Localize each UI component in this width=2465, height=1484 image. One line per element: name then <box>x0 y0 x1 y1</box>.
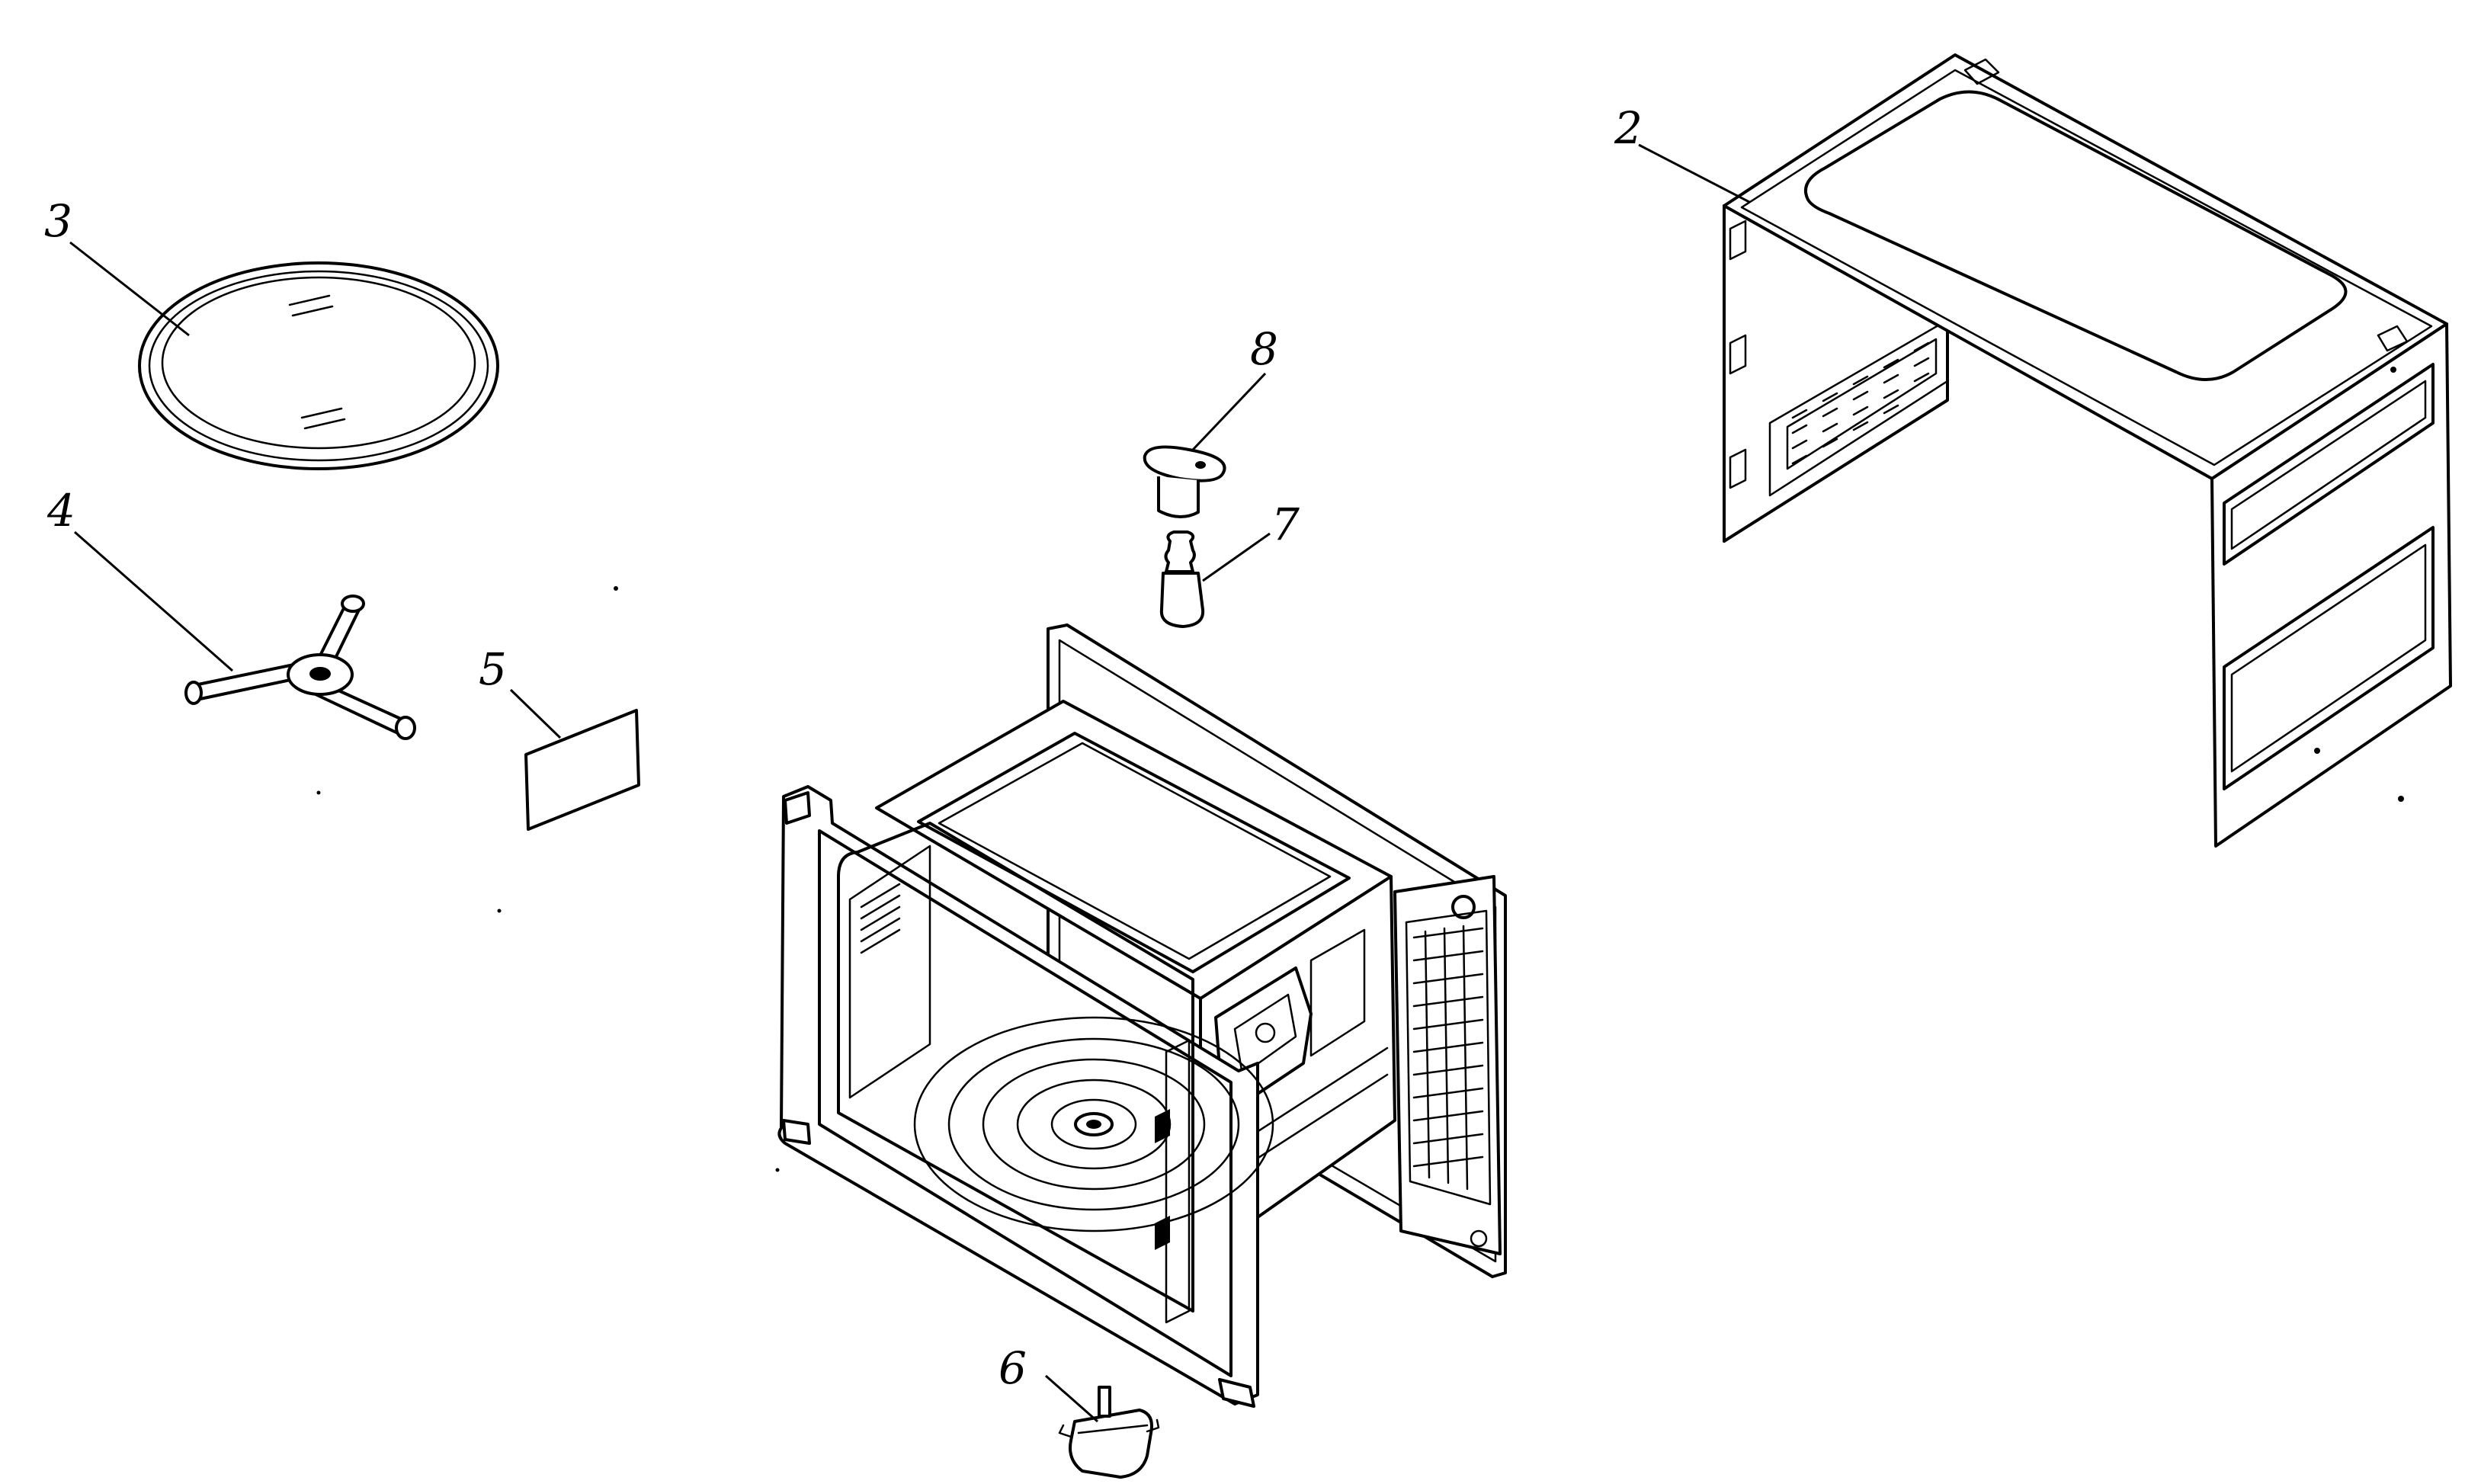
callout-4: 4 <box>46 485 233 672</box>
callout-5-leader <box>509 688 562 739</box>
callout-6-number: 6 <box>999 1342 1027 1394</box>
callout-2-number: 2 <box>1614 102 1643 154</box>
turntable-motor <box>1058 1386 1160 1479</box>
scan-specks <box>316 586 780 1172</box>
callout-6: 6 <box>999 1342 1098 1423</box>
callout-2-leader <box>1638 143 1750 204</box>
callout-3-leader <box>69 241 190 337</box>
callout-8: 7 <box>1202 498 1300 582</box>
callout-8-number: 7 <box>1271 498 1300 550</box>
outer-casing <box>1723 53 2452 848</box>
waveguide-cover <box>524 709 640 831</box>
callout-4-number: 4 <box>46 485 75 537</box>
lamp-holder <box>1143 445 1226 518</box>
callout-4-leader <box>74 530 233 672</box>
cavity-left-vents <box>860 883 901 954</box>
roller-ring <box>184 595 416 740</box>
callout-5: 5 <box>479 643 562 739</box>
callout-8-leader <box>1202 532 1271 582</box>
callout-3: 3 <box>44 195 190 337</box>
casing-vent-slots <box>1791 341 1930 465</box>
callout-6-leader <box>1045 1374 1098 1423</box>
callout-7-leader <box>1191 372 1267 451</box>
glass-turntable <box>138 261 499 470</box>
callout-7-number: 8 <box>1250 323 1278 375</box>
callout-3-number: 3 <box>44 195 72 247</box>
callout-2: 2 <box>1614 102 1750 204</box>
cavity-vent-holes <box>1412 925 1484 1191</box>
callout-5-number: 5 <box>479 643 507 695</box>
callout-7: 8 <box>1191 323 1278 451</box>
oven-cavity-assembly <box>777 623 1507 1408</box>
lamp-bulb <box>1159 530 1205 628</box>
